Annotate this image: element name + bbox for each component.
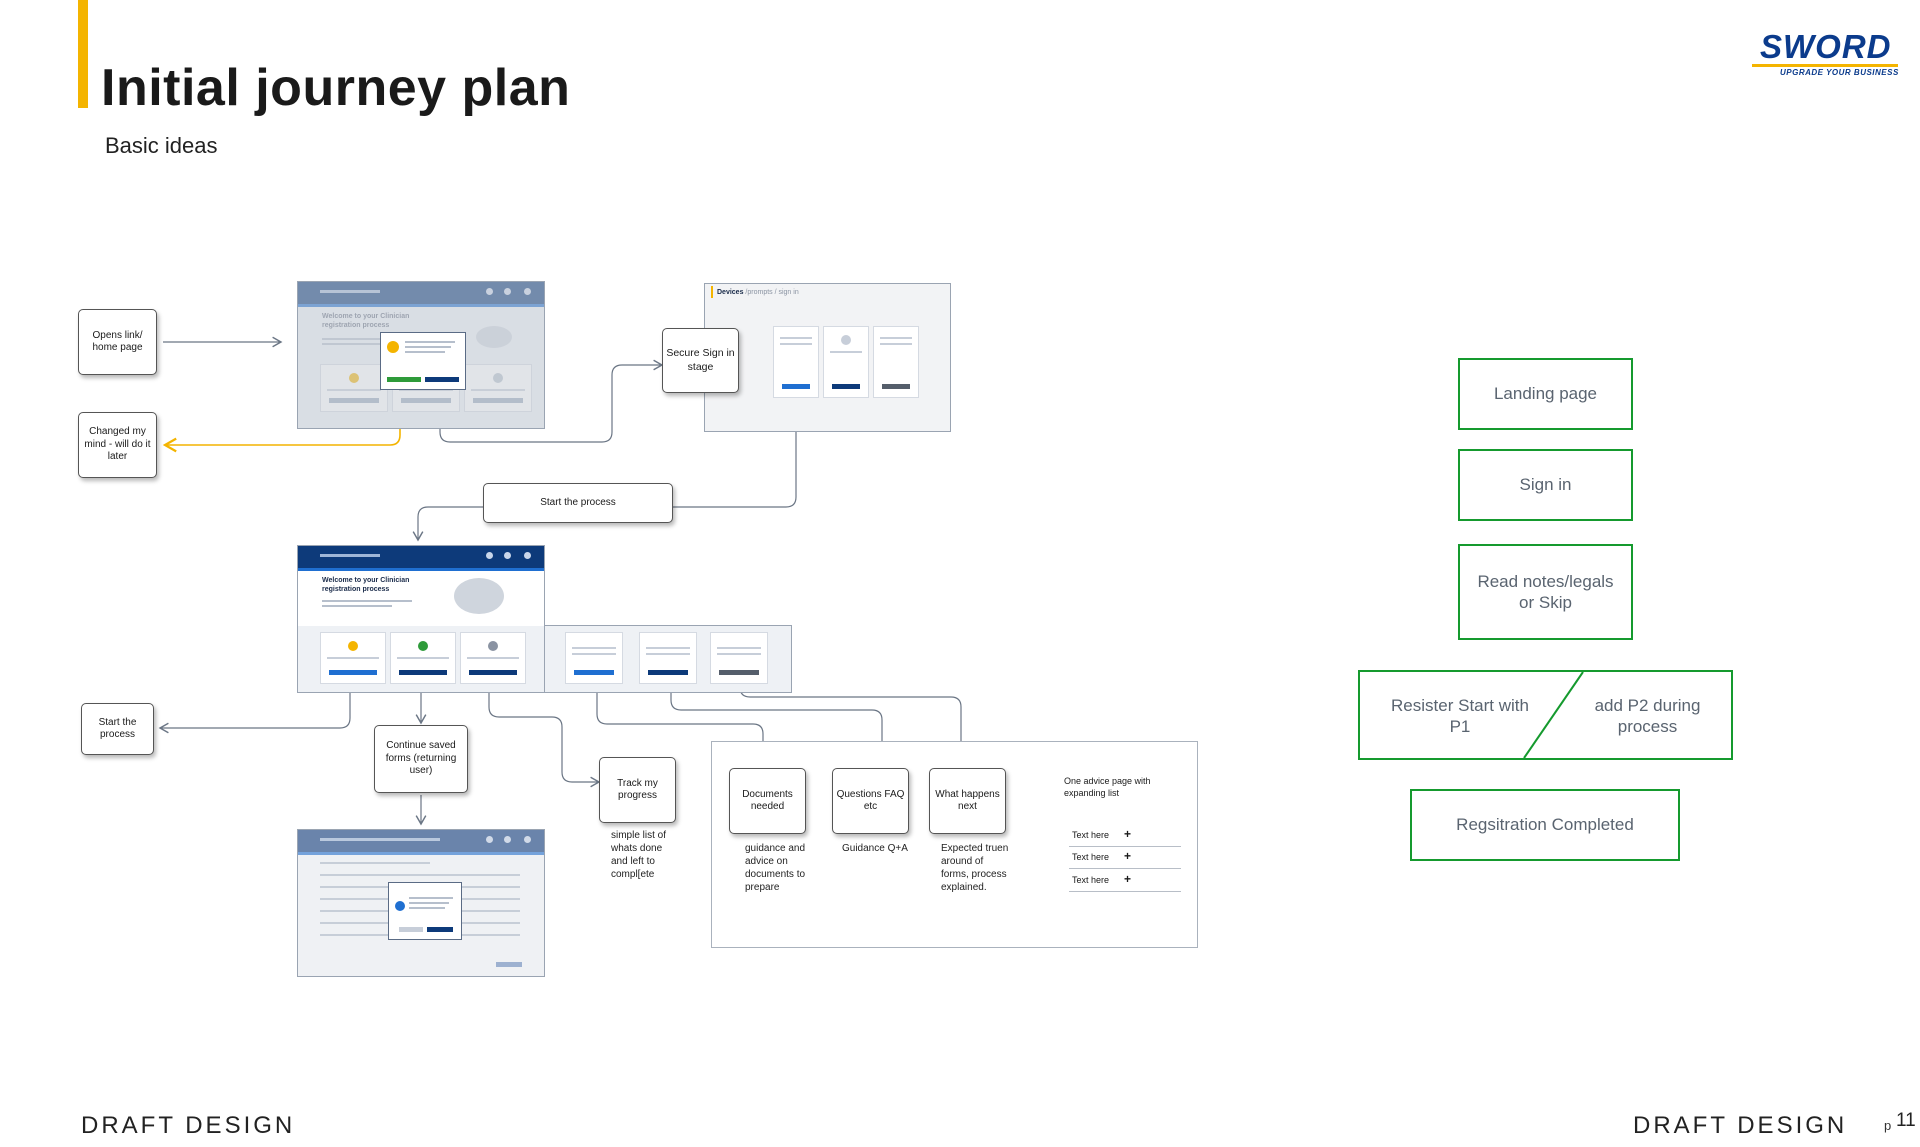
- node-start-process-label: Start the process: [98, 716, 137, 741]
- logo-wordmark: SWORD: [1760, 28, 1892, 65]
- arrow-devices-to-start: [673, 432, 797, 508]
- advice-row-3: Text here: [1072, 875, 1110, 885]
- arrow-landing-to-signin: [439, 359, 664, 443]
- arrow-faq-tab: [670, 677, 888, 768]
- node-documents-needed: Documents needed: [729, 768, 806, 834]
- note-track-progress: simple list of whats done and left to co…: [611, 830, 667, 880]
- screen-tab-strip: [545, 625, 792, 693]
- node-what-next-label: What happens next: [935, 788, 1000, 813]
- screen-forms: [297, 829, 545, 977]
- advice-row-2: Text here: [1072, 852, 1110, 862]
- page-title: Initial journey plan: [101, 59, 571, 117]
- advice-title: One advice page with expanding list: [1064, 776, 1151, 798]
- screen-home-heading: Welcome to your Clinician registration p…: [322, 577, 410, 594]
- stage-landing-page-label: Landing page: [1493, 384, 1598, 404]
- title-accent-bar: [78, 0, 88, 108]
- node-start-process-bar: Start the process: [483, 483, 673, 523]
- arrow-start-to-home: [412, 506, 483, 542]
- stage-register-right-label: add P2 during process: [1594, 696, 1701, 737]
- sword-logo: SWORD UPGRADE YOUR BUSINESS: [1752, 28, 1900, 78]
- note-what-next: Expected truen around of forms, process …: [941, 843, 1009, 893]
- logo-tagline: UPGRADE YOUR BUSINESS: [1780, 68, 1899, 77]
- screen-devices-crumb: /prompts / sign in: [745, 289, 799, 296]
- footer-right-label: DRAFT DESIGN: [1633, 1112, 1848, 1139]
- node-track-progress: Track my progress: [599, 757, 676, 823]
- node-what-next: What happens next: [929, 768, 1006, 834]
- screen-modal: [380, 332, 466, 390]
- node-questions-faq: Questions FAQ etc: [832, 768, 909, 834]
- advice-row-1-plus-icon[interactable]: +: [1124, 827, 1132, 841]
- page-prefix: p: [1884, 1118, 1892, 1133]
- note-documents: guidance and advice on documents to prep…: [745, 843, 806, 893]
- stage-landing-page: Landing page: [1458, 358, 1633, 430]
- arrow-docs-tab: [596, 677, 769, 768]
- advice-divider: [1069, 868, 1181, 869]
- advice-row-2-plus-icon[interactable]: +: [1124, 849, 1132, 863]
- arrow-home-to-track: [488, 683, 601, 788]
- node-secure-signin-label: Secure Sign in stage: [666, 347, 735, 373]
- stage-sign-in-label: Sign in: [1519, 475, 1572, 495]
- node-start-process-bar-label: Start the process: [540, 496, 616, 508]
- node-opens-link-label: Opens link/ home page: [92, 329, 143, 354]
- node-questions-faq-label: Questions FAQ etc: [836, 788, 905, 813]
- page-subtitle: Basic ideas: [105, 133, 218, 158]
- screen-home: Welcome to your Clinician registration p…: [297, 545, 545, 693]
- screen-devices-signin: Devices /prompts / sign in: [704, 283, 951, 432]
- advice-row-3-plus-icon[interactable]: +: [1124, 872, 1132, 886]
- note-questions: Guidance Q+A: [842, 843, 908, 854]
- stage-registration-completed-label: Regsitration Completed: [1456, 815, 1634, 835]
- stage-sign-in: Sign in: [1458, 449, 1633, 521]
- screen-devices-label: Devices: [717, 289, 744, 296]
- page-number: 11: [1896, 1110, 1916, 1131]
- arrow-home-to-start: [158, 683, 351, 734]
- node-start-process: Start the process: [81, 703, 154, 755]
- footer-left-label: DRAFT DESIGN: [81, 1112, 296, 1139]
- stage-read-notes: Read notes/legals or Skip: [1458, 544, 1633, 640]
- node-secure-signin: Secure Sign in stage: [662, 328, 739, 393]
- node-changed-mind: Changed my mind - will do it later: [78, 412, 157, 478]
- stage-register-left-label: Resister Start with P1: [1391, 696, 1529, 737]
- node-continue-saved: Continue saved forms (returning user): [374, 725, 468, 793]
- advice-row-1: Text here: [1072, 830, 1110, 840]
- node-continue-saved-label: Continue saved forms (returning user): [385, 740, 457, 777]
- arrow-changed-mind: [162, 412, 401, 453]
- node-track-progress-label: Track my progress: [617, 777, 658, 802]
- stage-register: [1358, 670, 1733, 760]
- logo-underline: [1752, 64, 1898, 67]
- screen-landing-modal: Welcome to your Clinician registration p…: [297, 281, 545, 429]
- stage-read-notes-label: Read notes/legals or Skip: [1477, 571, 1614, 612]
- advice-divider: [1069, 846, 1181, 847]
- node-documents-needed-label: Documents needed: [742, 788, 793, 813]
- advice-divider: [1069, 891, 1181, 892]
- node-changed-mind-label: Changed my mind - will do it later: [84, 426, 151, 463]
- stage-registration-completed: Regsitration Completed: [1410, 789, 1680, 861]
- node-opens-link: Opens link/ home page: [78, 309, 157, 375]
